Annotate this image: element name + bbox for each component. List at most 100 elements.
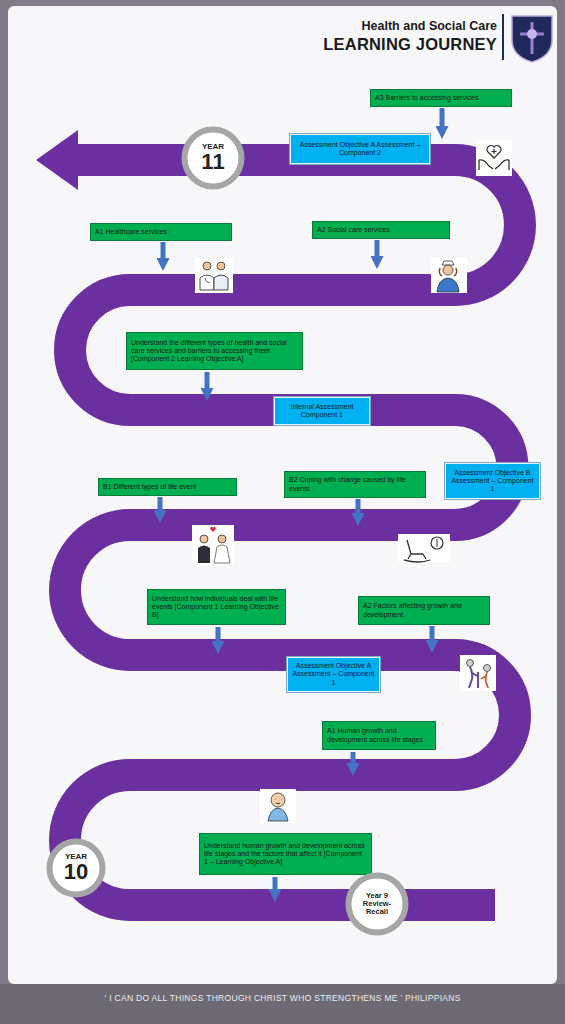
year-word: YEAR <box>65 853 87 861</box>
assessment-box: Assessment Objective A Assessment – Comp… <box>287 657 380 692</box>
topic-box: A3 Barriers to accessing services <box>370 89 512 107</box>
coat <box>214 275 228 290</box>
care-hands-icon <box>476 140 512 176</box>
retirement-icon <box>398 534 450 562</box>
node-text: Year 9 Review-Recall <box>354 892 400 917</box>
assessment-box: Assessment Objective B Assessment – Comp… <box>445 463 540 499</box>
year-marker: YEAR10 <box>46 838 106 898</box>
year-word: YEAR <box>202 143 224 151</box>
stethoscope <box>205 278 210 283</box>
marker-text-area: YEAR10 <box>46 838 106 898</box>
nurse-icon <box>431 258 467 293</box>
wedding-icon <box>192 525 234 565</box>
node-text: B2 Coping with change caused by life eve… <box>289 476 421 492</box>
topic-box: A1 Healthcare services <box>90 223 232 241</box>
baby-body <box>268 808 288 821</box>
marker-circle <box>50 842 103 895</box>
year-number: 10 <box>64 861 88 883</box>
node-text: A1 Healthcare services <box>95 228 167 236</box>
pointer-arrow <box>158 497 163 512</box>
node-text: A2 Factors affecting growth and developm… <box>363 602 485 618</box>
head <box>200 535 208 543</box>
hands-symbol <box>479 160 509 170</box>
page-title: Health and Social Care <box>362 19 497 33</box>
road-arrow-head <box>36 130 78 190</box>
coin-symbol <box>431 537 443 549</box>
topic-box: A1 Human growth and development across l… <box>322 721 436 750</box>
elderly-figure <box>469 667 478 688</box>
head <box>217 262 225 270</box>
icon-tile <box>192 525 234 565</box>
marker-circle <box>185 130 242 187</box>
pointer-arrow <box>216 627 221 643</box>
page-caption: ‘ I CAN DO ALL THINGS THROUGH CHRIST WHO… <box>0 993 565 1003</box>
head <box>203 262 211 270</box>
head <box>484 665 491 672</box>
head <box>443 265 453 275</box>
node-text: Assessment Objective A Assessment – Comp… <box>292 662 375 686</box>
nurse-cap <box>442 261 454 265</box>
page-panel <box>8 6 557 984</box>
pointer-arrow <box>430 626 435 642</box>
divider-line <box>502 14 504 60</box>
year-number: 11 <box>201 151 224 173</box>
topic-box: Understand the different types of health… <box>126 332 303 370</box>
icon-tile <box>476 140 512 176</box>
topic-box: Understand human growth and development … <box>199 833 372 875</box>
node-text: A1 Human growth and development across l… <box>327 727 431 743</box>
marker-text-area: YEAR11 <box>181 126 245 190</box>
rocking-chair <box>404 540 430 562</box>
elderly-icon <box>460 655 496 691</box>
crest-cross <box>520 22 544 54</box>
pointer-arrow <box>375 240 380 258</box>
coin-mark <box>437 539 438 547</box>
topic-box: B2 Coping with change caused by life eve… <box>284 471 426 498</box>
assessment-box: Assessment Objective A Assessment – Comp… <box>290 134 430 164</box>
baby-icon <box>260 789 296 823</box>
pointer-arrow <box>440 108 445 128</box>
year-marker: YEAR11 <box>181 126 245 190</box>
pointer-arrow <box>273 877 278 891</box>
doctors-icon <box>195 258 233 293</box>
hair <box>439 268 456 276</box>
pointer-arrow <box>356 499 361 515</box>
icon-tile <box>431 258 467 293</box>
elderly-figure <box>481 672 488 688</box>
node-text: Understand human growth and development … <box>204 842 367 866</box>
pointer-arrow <box>351 752 356 765</box>
bride-dress <box>214 545 230 563</box>
icon-tile <box>398 534 450 562</box>
caption-band <box>0 984 565 1024</box>
node-text: B1 Different types of life event <box>103 483 196 491</box>
node-text: Assessment Objective A Assessment – Comp… <box>295 141 425 157</box>
head <box>218 535 226 543</box>
icon-tile <box>460 655 496 691</box>
coat <box>200 275 214 290</box>
topic-box: A2 Social care services <box>312 221 450 239</box>
crest-star <box>527 29 537 39</box>
icon-tile <box>260 789 296 823</box>
topic-box: B1 Different types of life event <box>98 478 237 496</box>
assessment-box: Internal Assessment Component 1 <box>274 397 370 425</box>
heart-symbol <box>210 527 216 532</box>
node-text: Internal Assessment Component 1 <box>279 403 365 419</box>
marker-circle <box>349 876 406 933</box>
journey-road <box>65 160 520 905</box>
topic-box: A2 Factors affecting growth and developm… <box>358 596 490 625</box>
head <box>467 660 474 667</box>
node-text: Understand the different types of health… <box>131 339 298 363</box>
baby-head <box>271 793 285 807</box>
icon-tile <box>195 258 233 293</box>
baby-face <box>275 799 282 804</box>
review-marker: Year 9 Review-Recall <box>345 872 409 936</box>
heart-symbol <box>487 146 501 158</box>
node-text: Understand how individuals deal with lif… <box>152 595 281 619</box>
node-text: A2 Social care services <box>317 226 390 234</box>
uniform <box>437 278 459 292</box>
cross-symbol <box>492 149 497 154</box>
school-crest <box>512 16 552 62</box>
topic-box: Understand how individuals deal with lif… <box>147 589 286 625</box>
